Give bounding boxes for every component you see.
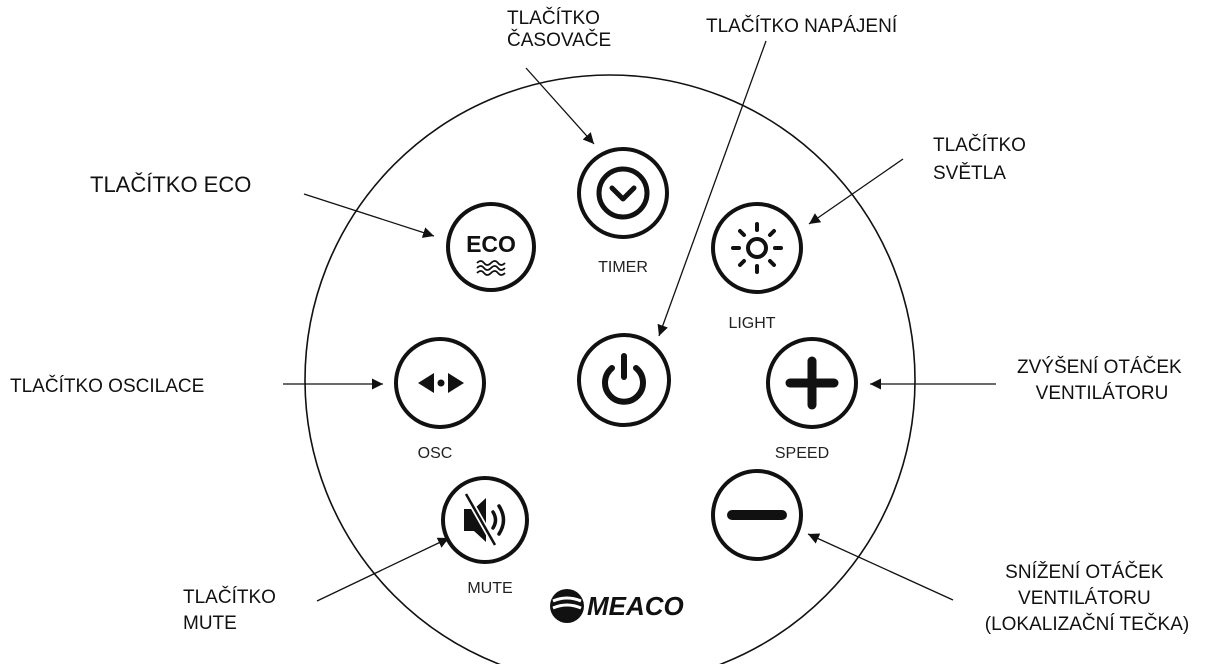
osc-button[interactable] — [394, 337, 486, 429]
light-callout: TLAČÍTKO SVĚTLA — [933, 134, 1031, 184]
mute-callout: TLAČÍTKO MUTE — [183, 586, 281, 634]
timer-leader-line — [525, 67, 595, 145]
speed-down-leader-line — [807, 533, 954, 601]
mute-button[interactable] — [441, 476, 529, 564]
timer-button-label: TIMER — [598, 259, 648, 276]
speed-button-label: SPEED — [775, 445, 829, 462]
power-button[interactable] — [577, 333, 671, 427]
meaco-logo: MEACO — [550, 589, 684, 623]
light-leader-line — [808, 158, 904, 225]
mute-button-label: MUTE — [467, 580, 512, 597]
plus-icon — [785, 356, 839, 410]
power-icon — [602, 353, 646, 405]
speed-up-button[interactable] — [766, 337, 858, 429]
power-callout: TLAČÍTKO NAPÁJENÍ — [706, 15, 898, 37]
light-button-label: LIGHT — [728, 315, 775, 332]
eco-waves-icon — [476, 260, 506, 276]
brand-name: MEACO — [587, 591, 684, 621]
speed-up-callout: ZVÝŠENÍ OTÁČEK VENTILÁTORU — [1017, 356, 1187, 404]
power-leader-line — [657, 40, 767, 337]
timer-button[interactable] — [577, 147, 669, 239]
sun-icon — [731, 222, 783, 274]
eco-callout: TLAČÍTKO ECO — [90, 172, 251, 197]
osc-callout: TLAČÍTKO OSCILACE — [10, 375, 204, 397]
eco-button-label: ECO — [466, 231, 516, 257]
light-button[interactable] — [711, 202, 803, 294]
muted-speaker-icon — [463, 492, 506, 547]
speed-down-button[interactable] — [711, 469, 803, 561]
timer-callout: TLAČÍTKO ČASOVAČE — [507, 7, 611, 51]
eco-button[interactable]: ECO — [446, 202, 536, 292]
eco-leader-line — [303, 193, 435, 238]
osc-button-label: OSC — [418, 445, 453, 462]
oscillation-arrows-icon — [418, 373, 464, 393]
clock-icon — [596, 166, 650, 220]
speed-down-callout: SNÍŽENÍ OTÁČEK VENTILÁTORU (LOKALIZAČNÍ … — [985, 561, 1189, 635]
mute-leader-line — [316, 537, 450, 602]
